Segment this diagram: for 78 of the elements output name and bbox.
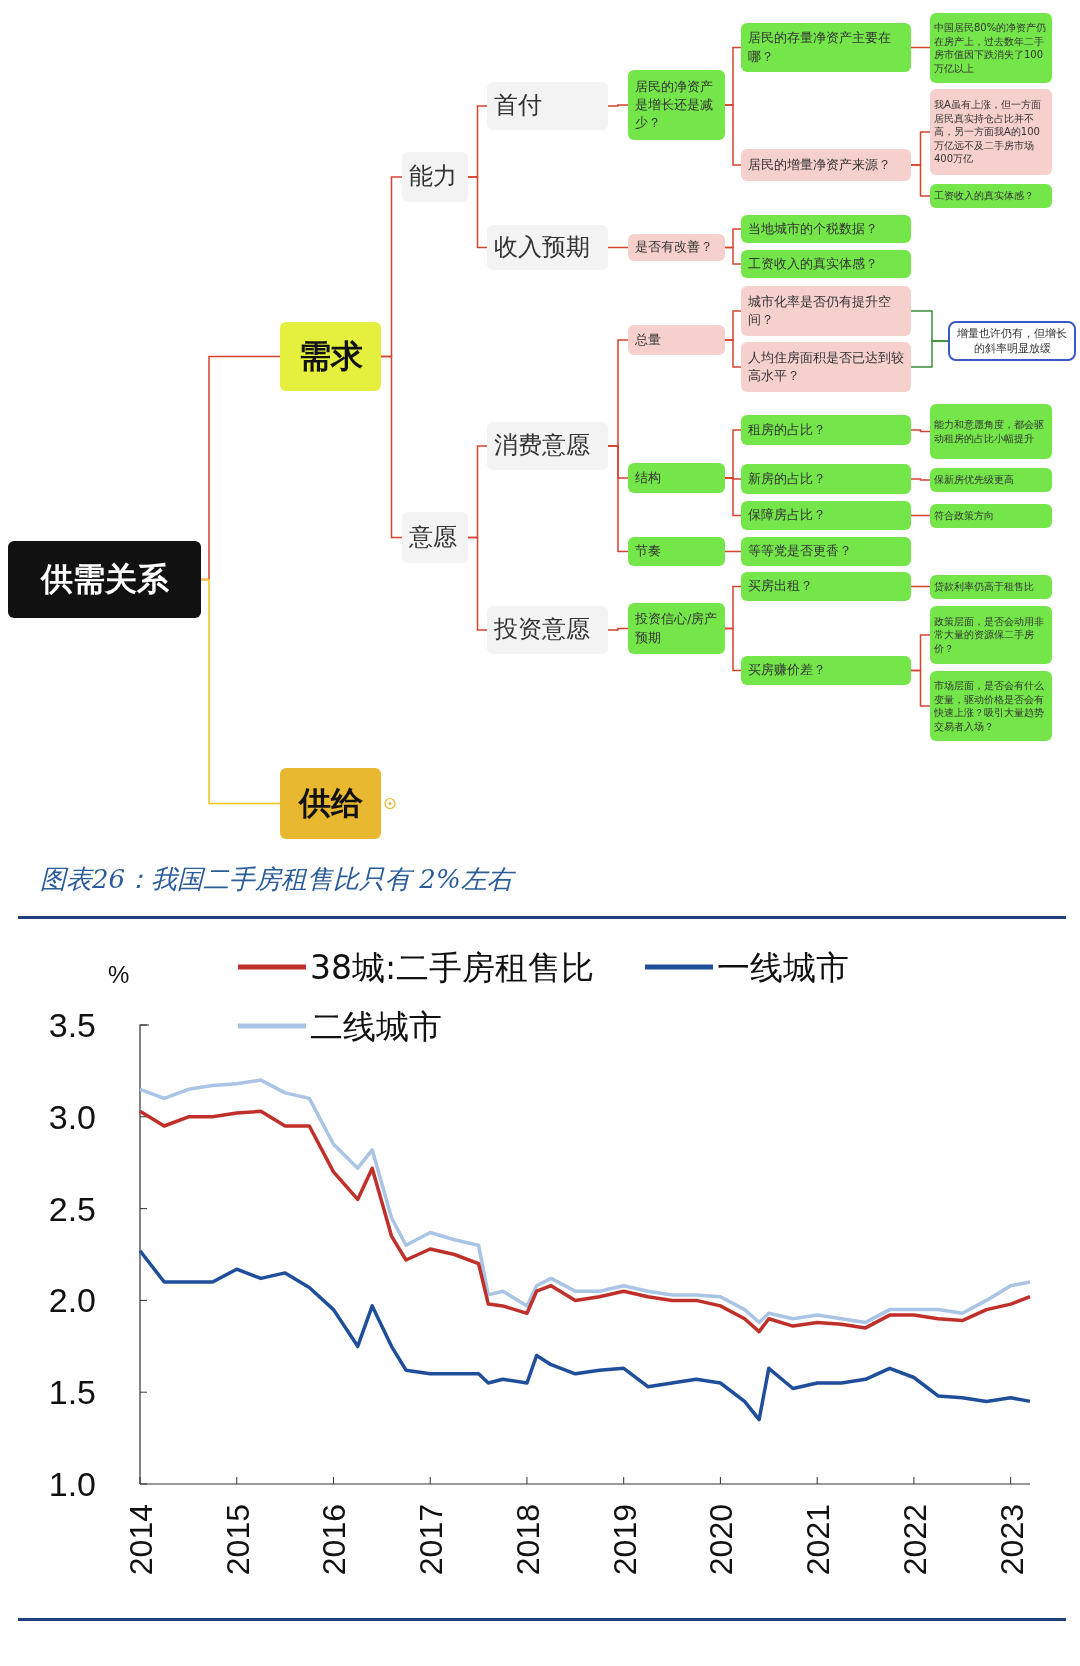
subtopic-box: 等等党是否更香？	[741, 537, 911, 566]
topic-box: 需求	[280, 322, 381, 391]
detail-box: 保新房优先级更高	[930, 468, 1052, 492]
connector-line	[724, 246, 742, 265]
tick-label: 3.0	[48, 1097, 96, 1136]
subtopic-box: 总量	[628, 325, 725, 355]
subtopic-box: 居民的净资产是增长还是减少？	[628, 70, 725, 140]
subtopic-box: 能力	[402, 152, 468, 202]
tick-label: 2021	[800, 1504, 837, 1576]
tick-label: 2023	[993, 1504, 1030, 1576]
topic-box: 供给	[280, 768, 381, 839]
legend-label: 一线城市	[717, 948, 849, 987]
connector-line	[724, 339, 742, 368]
subtopic-box: 买房赚价差？	[741, 656, 911, 685]
subtopic-box: 节奏	[628, 537, 725, 566]
connector-line	[910, 478, 931, 481]
subtopic-box: 新房的占比？	[741, 464, 911, 494]
tick-label: 2016	[316, 1504, 353, 1576]
tick-label: 2014	[123, 1504, 159, 1576]
connector-line	[467, 536, 488, 631]
detail-box: 中国居民80%的净资产仍在房产上，过去数年二手房市值因下跌消失了100万亿以上	[930, 13, 1052, 83]
connector-line	[200, 578, 281, 805]
subtopic-box: 人均住房面积是否已达到较高水平？	[741, 342, 911, 392]
root-topic-box: 供需关系	[8, 541, 201, 618]
subtopic-box: 城市化率是否仍有提升空间？	[741, 286, 911, 336]
connector-line	[607, 627, 629, 631]
detail-box: 工资收入的真实体感？	[930, 184, 1052, 208]
subtopic-box: 居民的增量净资产来源？	[741, 149, 911, 181]
detail-box: 政策层面，是否会动用非常大量的资源保二手房价？	[930, 606, 1052, 664]
subtopic-box: 消费意愿	[487, 422, 608, 470]
subtopic-box: 收入预期	[487, 225, 608, 270]
subtopic-box: 结构	[628, 463, 725, 493]
detail-box: 贷款利率仍高于租售比	[930, 575, 1052, 599]
connector-line	[724, 627, 742, 672]
subtopic-box: 首付	[487, 82, 608, 130]
detail-box: 我A虽有上涨，但一方面居民真实持仓占比并不高，另一方面我A的100万亿远不及二手房市场400万亿	[930, 89, 1052, 175]
tick-label: 1.0	[48, 1465, 96, 1503]
tick-label: 3.5	[48, 1006, 96, 1044]
axis-title: %	[108, 961, 130, 988]
tick-label: 2017	[413, 1504, 450, 1576]
subtopic-box: 意愿	[402, 512, 468, 563]
tick-label: 2019	[606, 1504, 643, 1576]
connector-line	[607, 445, 629, 553]
connector-line	[380, 355, 403, 539]
note-box: 增量也许仍有，但增长的斜率明显放缓	[948, 321, 1076, 361]
connector-line	[467, 176, 488, 249]
subtopic-box: 买房出租？	[741, 572, 911, 601]
tick-label: 2022	[896, 1504, 933, 1576]
subtopic-box: 居民的存量净资产主要在哪？	[741, 23, 911, 72]
tick-label: 2018	[509, 1504, 546, 1576]
subtopic-box: 投资信心/房产预期	[628, 603, 725, 654]
tick-label: 1.5	[48, 1373, 96, 1412]
connector-line	[910, 164, 931, 197]
connector-line	[910, 46, 931, 49]
connector-line	[910, 585, 931, 588]
connector-line	[910, 514, 931, 517]
tick-label: 2015	[219, 1504, 256, 1576]
connector-line	[910, 669, 931, 707]
legend-label: 38城:二手房租售比	[310, 948, 595, 987]
subtopic-box: 投资意愿	[487, 606, 608, 654]
connector-line	[607, 246, 629, 249]
detail-box: 能力和意愿角度，都会驱动租房的占比小幅提升	[930, 404, 1052, 459]
subtopic-box: 保障房占比？	[741, 501, 911, 530]
tick-label: 2020	[703, 1504, 740, 1576]
detail-box: 市场层面，是否会有什么变量，驱动价格是否会有快速上涨？吸引大量趋势交易者入场？	[930, 671, 1052, 741]
connector-line	[910, 429, 931, 433]
subtopic-box: 工资收入的真实体感？	[741, 250, 911, 278]
connector-line	[910, 340, 949, 368]
subtopic-box: 租房的占比？	[741, 415, 911, 445]
connector-line	[724, 104, 742, 166]
subtopic-box: 当地城市的个税数据？	[741, 215, 911, 243]
tick-label: 2.5	[48, 1189, 96, 1228]
connector-line	[724, 477, 742, 517]
detail-box: 符合政策方向	[930, 504, 1052, 528]
connector-line	[607, 104, 629, 107]
subtopic-box: 是否有改善？	[628, 234, 725, 261]
legend-label: 二线城市	[310, 1007, 442, 1046]
tick-label: 2.0	[48, 1281, 96, 1320]
